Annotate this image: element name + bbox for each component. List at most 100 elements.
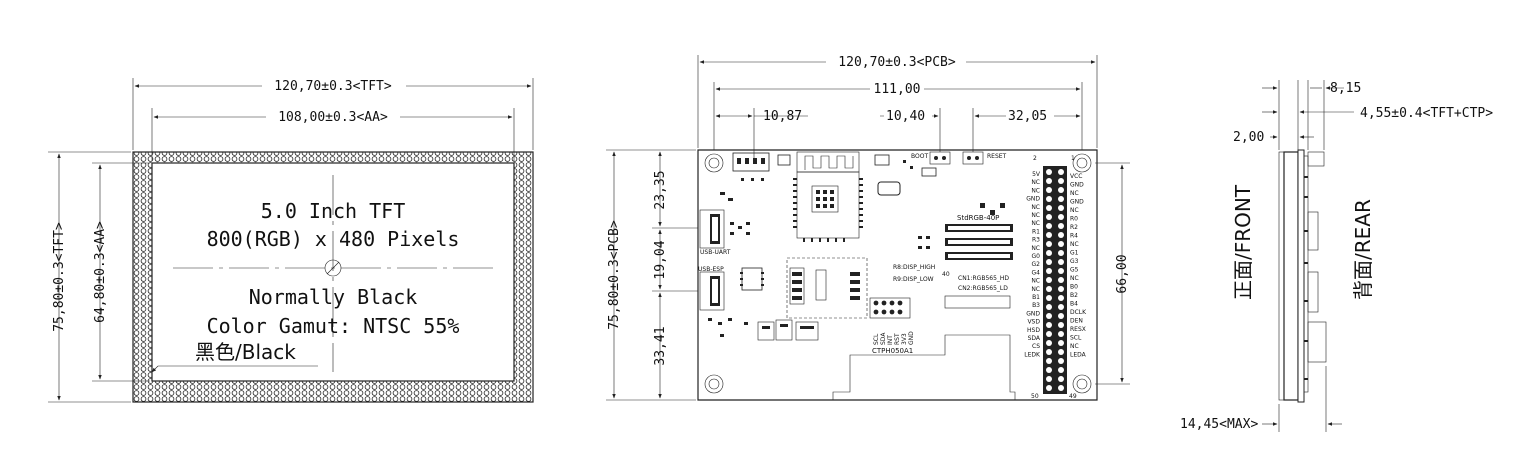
pin-label-left: G2 <box>1032 261 1041 268</box>
pin-hole <box>1046 349 1052 355</box>
r8-label: R8:DISP_HIGH <box>893 264 935 271</box>
pin-label-left: NC <box>1031 179 1040 186</box>
svg-text:GND: GND <box>908 331 915 345</box>
pin-label-right: NC <box>1070 275 1079 282</box>
pin-hole <box>1046 232 1052 238</box>
dim-1087: 10,87 <box>763 109 802 124</box>
rear-label: 背面/REAR <box>1351 199 1375 300</box>
pin-label-left: NC <box>1031 278 1040 285</box>
tft-panel <box>1283 151 1299 401</box>
pin-hole <box>1058 214 1064 220</box>
antenna-bump <box>1307 151 1325 167</box>
pin-hole <box>1058 304 1064 310</box>
ctp-label: CTPH050A1 <box>872 347 913 355</box>
pin-label-left: GND <box>1026 196 1040 203</box>
svg-text:1: 1 <box>1071 155 1075 162</box>
pin-label-right: B4 <box>1070 301 1078 308</box>
pin-label-left: LEDK <box>1024 351 1041 358</box>
pin-label-left: G0 <box>1032 253 1041 260</box>
pin-hole <box>1058 169 1064 175</box>
pin-hole <box>1058 286 1064 292</box>
dim-815: 8,15 <box>1330 81 1361 96</box>
pin-label-right: R0 <box>1070 216 1078 223</box>
mode-text: Normally Black <box>249 285 418 309</box>
svg-text:SDA: SDA <box>880 332 887 345</box>
dim-1904: 19,04 <box>653 240 668 279</box>
pin-hole <box>1046 214 1052 220</box>
pin-hole <box>1046 322 1052 328</box>
boot-button: BOOT <box>911 151 951 165</box>
pin-hole <box>1058 349 1064 355</box>
dim-2335: 23,35 <box>653 170 668 209</box>
pin-hole <box>1046 331 1052 337</box>
pin-header: 2 1 50 49 5VNCNCGNDNCNCNCR1R3NCG0G2G4NCN… <box>1024 155 1087 400</box>
pin-label-right: NC <box>1070 207 1079 214</box>
pin-hole <box>1058 295 1064 301</box>
pin-label-left: SDA <box>1028 335 1041 342</box>
size-text: 5.0 Inch TFT <box>261 199 406 223</box>
pin-hole <box>1058 196 1064 202</box>
dim-width-tft: 120,70±0.3<TFT> <box>274 79 392 94</box>
pin-label-left: G4 <box>1032 269 1041 276</box>
pin-label-left: NC <box>1031 212 1040 219</box>
pcb-view: BOOT RESET USB-UART USB-ESP <box>606 54 1130 401</box>
pin-hole <box>1046 277 1052 283</box>
pcb-edge <box>1297 149 1305 403</box>
svg-text:50: 50 <box>1031 393 1039 400</box>
fpc-tail <box>832 334 1016 400</box>
pin-hole <box>1046 250 1052 256</box>
pin-label-right: G5 <box>1070 267 1079 274</box>
pin-hole <box>1058 376 1064 382</box>
svg-text:2: 2 <box>1033 155 1037 162</box>
usb-uart-profile <box>1307 211 1319 251</box>
pin-label-right: G1 <box>1070 250 1079 257</box>
pin-hole <box>1058 322 1064 328</box>
pin-label-left: VSD <box>1027 319 1040 326</box>
ctp-glass <box>1278 151 1285 401</box>
svg-text:49: 49 <box>1069 393 1077 400</box>
pin-label-right: NC <box>1070 190 1079 197</box>
cn1-label: CN1:RGB565_HD <box>958 275 1009 282</box>
pin-label-left: NC <box>1031 286 1040 293</box>
svg-text:USB-ESP: USB-ESP <box>698 266 724 273</box>
pin-hole <box>1046 304 1052 310</box>
pin-hole <box>1058 232 1064 238</box>
dim-1445: 14,45<MAX> <box>1180 417 1258 432</box>
pin-label-left: HSD <box>1027 327 1040 334</box>
pin-label-left: NC <box>1031 245 1040 252</box>
front-label: 正面/FRONT <box>1231 184 1255 300</box>
svg-text:USB-UART: USB-UART <box>700 249 731 256</box>
power-module <box>786 257 868 319</box>
pin-label-right: DCLK <box>1070 309 1087 316</box>
pin-label-left: CS <box>1032 343 1040 350</box>
front-view: 5.0 Inch TFT 800(RGB) x 480 Pixels Norma… <box>48 78 534 403</box>
pin-hole <box>1058 331 1064 337</box>
svg-text:SCL: SCL <box>873 333 880 345</box>
misc-components <box>720 152 1005 215</box>
pin-hole <box>1046 286 1052 292</box>
fpc-connectors: StdRGB-40P 40 R8:DISP_HIGH R9:DISP_LOW C… <box>893 214 1013 309</box>
dim-3205: 32,05 <box>1008 109 1047 124</box>
pin-label-left: NC <box>1031 204 1040 211</box>
pin-hole <box>1058 223 1064 229</box>
pin-hole <box>1046 358 1052 364</box>
pin-hole <box>1058 268 1064 274</box>
pin-label-left: 5V <box>1032 171 1041 178</box>
color-text: 黑色/Black <box>195 340 296 364</box>
component-cluster <box>757 319 819 341</box>
pin-hole <box>1058 385 1064 391</box>
dim-height-aa: 64,80±0.3<AA> <box>93 221 108 323</box>
side-view: 正面/FRONT 背面/REAR 8,15 4,55±0.4<TFT+CTP> … <box>1180 80 1493 432</box>
dim-height-tft: 75,80±0.3<TFT> <box>52 222 67 332</box>
svg-text:BOOT: BOOT <box>911 153 928 160</box>
gamut-text: Color Gamut: NTSC 55% <box>207 314 460 338</box>
pin-hole <box>1058 358 1064 364</box>
pin-label-right: VCC <box>1070 173 1082 180</box>
ctp-connector: SCL SDA INT RST 3V3 GND CTPH050A1 <box>869 297 915 355</box>
stdrgb-label: StdRGB-40P <box>957 214 999 222</box>
pin-label-right: NC <box>1070 241 1079 248</box>
pin-label-right: B0 <box>1070 284 1078 291</box>
resolution-text: 800(RGB) x 480 Pixels <box>207 227 460 251</box>
